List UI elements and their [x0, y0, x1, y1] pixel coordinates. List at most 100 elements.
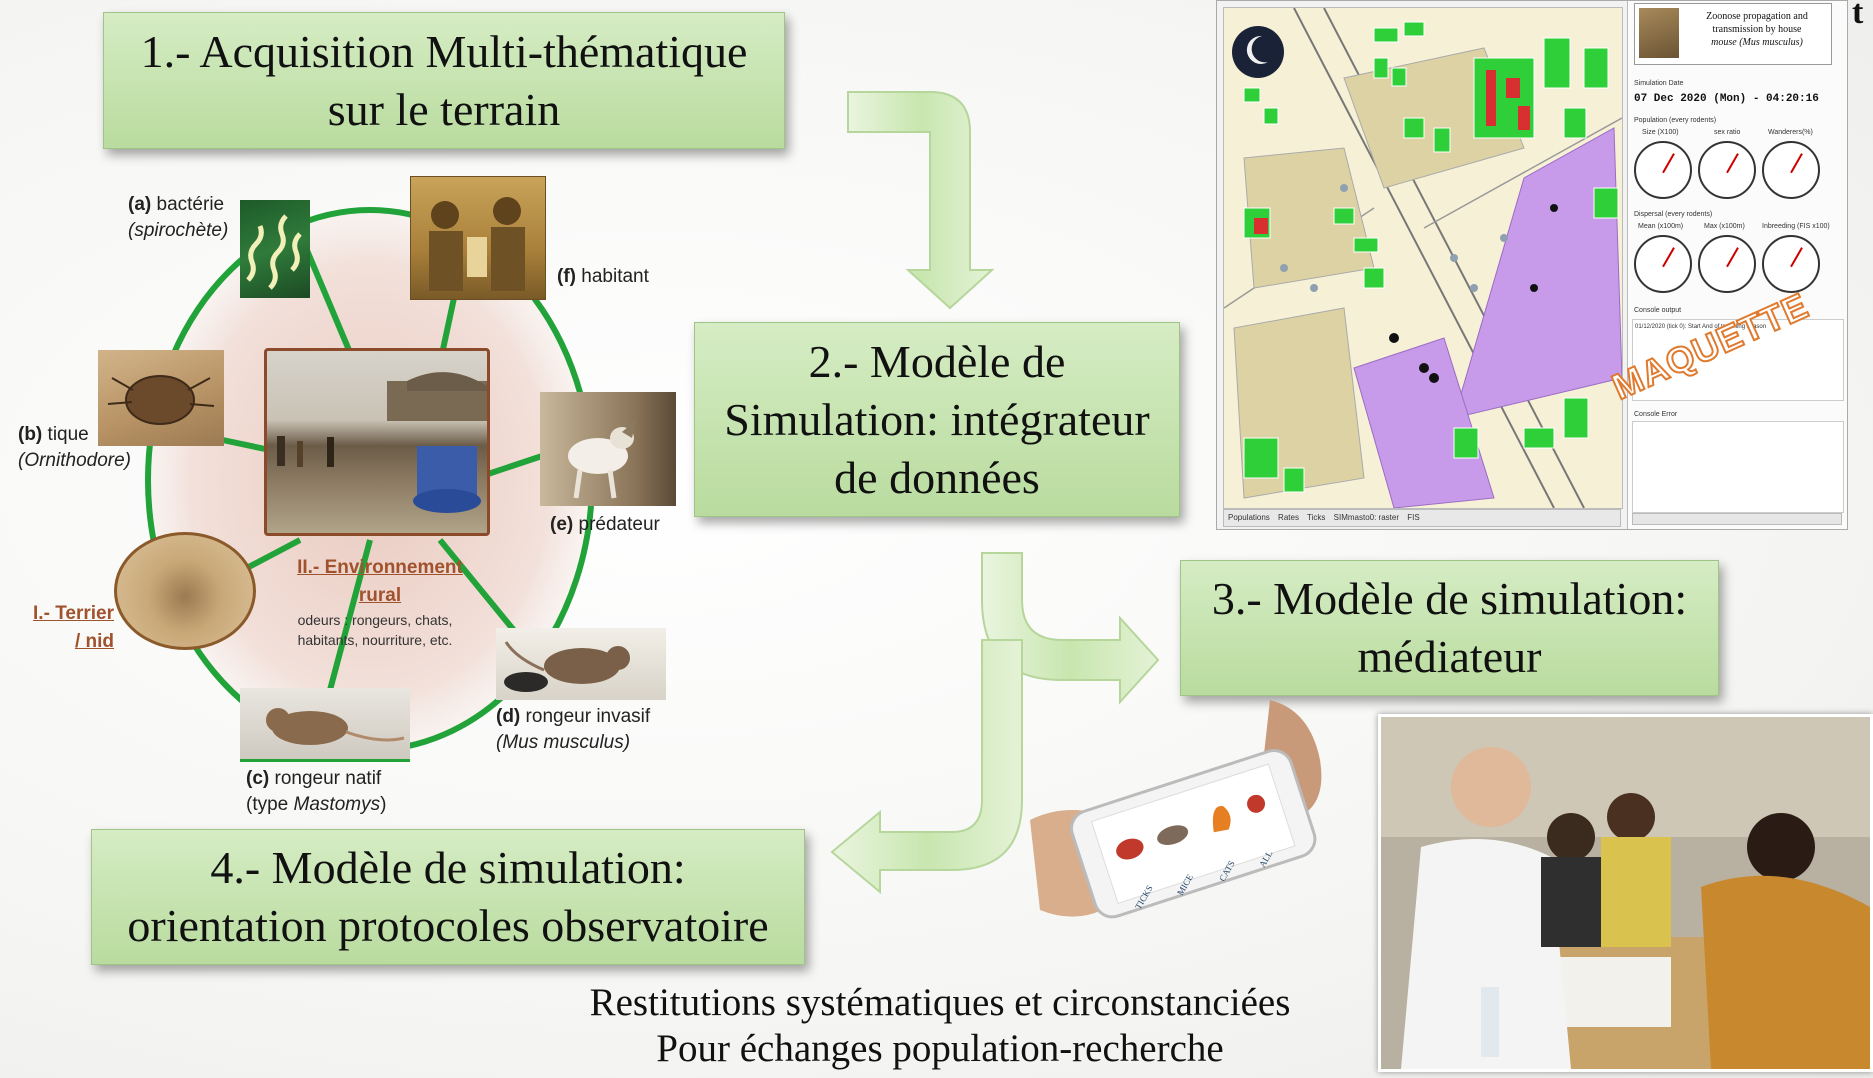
- native-rodent-photo: [240, 688, 410, 762]
- step-3-line1: 3.- Modèle de simulation:: [1211, 573, 1688, 624]
- label-native-rodent-tag: (c): [246, 768, 270, 789]
- population-label: Population (every rodents): [1634, 117, 1717, 124]
- step-4-box: 4.- Modèle de simulation: orientation pr…: [91, 829, 805, 965]
- step-2-line3: de données: [834, 451, 1040, 503]
- label-native-rodent-sci-pre: (type: [246, 794, 294, 815]
- label-inhabitant-tag: (f): [557, 266, 576, 287]
- label-bacteria-tag: (a): [128, 194, 152, 215]
- burrow-photo: [114, 532, 256, 650]
- tab-ticks[interactable]: Ticks: [1307, 513, 1326, 522]
- predator-cat-photo: [540, 392, 676, 506]
- label-predator-name: prédateur: [578, 514, 660, 535]
- disp-gauge-3-label: Inbreeding (FIS x100): [1762, 223, 1830, 230]
- label-tick: (b) tique (Ornithodore): [18, 422, 131, 474]
- pop-sex-ratio-gauge: [1698, 141, 1756, 199]
- console-output-line: 01/12/2020 (tick 0): Start And of travel…: [1635, 324, 1767, 330]
- label-invasive-rodent-name: rongeur invasif: [525, 706, 651, 727]
- step-1-line1: 1.- Acquisition Multi-thématique: [140, 25, 748, 77]
- simulation-app-screenshot: Populations Rates Ticks SIMmasto0: raste…: [1216, 0, 1848, 530]
- label-native-rodent-sci-post: ): [380, 794, 387, 815]
- sim-date-label: Simulation Date: [1634, 80, 1684, 87]
- app-title: Zoonose propagation and transmission by …: [1685, 10, 1829, 49]
- environment-title-line2: rural: [358, 585, 402, 606]
- pop-gauge-3-label: Wanderers(%): [1768, 129, 1813, 136]
- console-output-box: 01/12/2020 (tick 0): Start And of travel…: [1632, 319, 1844, 401]
- step-4-line2: orientation protocoles observatoire: [127, 900, 769, 951]
- step-2-line2: Simulation: intégrateur: [724, 393, 1150, 445]
- label-native-rodent-sci: Mastomys: [293, 794, 381, 815]
- simulation-map: [1223, 7, 1623, 509]
- app-title-box: Zoonose propagation and transmission by …: [1634, 3, 1832, 65]
- burrow-label-line1: I.- Terrier: [33, 603, 114, 624]
- mobile-app-photo: TICKS MICE CATS ALL: [1010, 700, 1350, 940]
- app-title-line1: Zoonose propagation and: [1706, 11, 1808, 22]
- label-bacteria-sci: (spirochète): [128, 220, 229, 241]
- invasive-rodent-photo: [496, 628, 666, 700]
- simulation-side-panel: Zoonose propagation and transmission by …: [1627, 1, 1847, 529]
- pop-gauge-2-label: sex ratio: [1714, 129, 1741, 136]
- label-native-rodent: (c) rongeur natif (type Mastomys): [246, 766, 386, 818]
- environment-title-line1: II.- Environnement: [297, 557, 463, 578]
- label-bacteria-name: bactérie: [156, 194, 225, 215]
- label-inhabitant-name: habitant: [581, 266, 649, 287]
- environment-subtitle-line1: odeurs : rongeurs, chats,: [297, 612, 453, 628]
- step-1-line2: sur le terrain: [327, 83, 561, 135]
- tab-populations[interactable]: Populations: [1228, 513, 1270, 522]
- pop-wanderers-gauge: [1762, 141, 1820, 199]
- disp-max-gauge: [1698, 235, 1756, 293]
- label-predator-tag: (e): [550, 514, 574, 535]
- environment-subtitle-line2: habitants, nourriture, etc.: [297, 632, 453, 648]
- disp-gauge-1-label: Mean (x100m): [1638, 223, 1684, 230]
- app-logo-icon: [1639, 8, 1679, 58]
- tab-fis[interactable]: FIS: [1407, 513, 1420, 522]
- simulation-tabs: Populations Rates Ticks SIMmasto0: raste…: [1223, 509, 1621, 527]
- label-bacteria: (a) bactérie (spirochète): [128, 192, 228, 244]
- tab-rates[interactable]: Rates: [1278, 513, 1299, 522]
- label-invasive-rodent-sci: (Mus musculus): [496, 732, 631, 753]
- environment-title: II.- Environnement rural: [280, 554, 480, 610]
- horizontal-scrollbar[interactable]: [1632, 513, 1842, 525]
- step-3-line2: médiateur: [1357, 631, 1542, 682]
- bacteria-photo: [240, 200, 310, 298]
- pop-gauge-1-label: Size (X100): [1642, 129, 1679, 136]
- label-predator: (e) prédateur: [550, 512, 660, 538]
- burrow-label: I.- Terrier / nid: [24, 600, 114, 656]
- step-1-box: 1.- Acquisition Multi-thématique sur le …: [103, 12, 785, 149]
- ecosystem-diagram: II.- Environnement rural odeurs : rongeu…: [0, 150, 700, 830]
- step-3-box: 3.- Modèle de simulation: médiateur: [1180, 560, 1719, 696]
- arrow-step1-to-step2: [847, 91, 995, 310]
- arrow-step3-to-step4: [830, 639, 1023, 895]
- footer-line2: Pour échanges population-recherche: [656, 1027, 1224, 1070]
- environment-subtitle: odeurs : rongeurs, chats, habitants, nou…: [270, 610, 480, 650]
- burrow-label-line2: / nid: [74, 631, 114, 652]
- tick-photo: [98, 350, 224, 446]
- clipped-corner-glyph: t: [1852, 0, 1864, 31]
- console-error-box: [1632, 421, 1844, 513]
- footer-line1: Restitutions systématiques et circonstan…: [589, 981, 1291, 1024]
- label-invasive-rodent: (d) rongeur invasif (Mus musculus): [496, 704, 650, 756]
- step-4-line1: 4.- Modèle de simulation:: [210, 842, 686, 893]
- sim-date-value: 07 Dec 2020 (Mon) - 04:20:16: [1634, 93, 1819, 105]
- console-error-label: Console Error: [1634, 411, 1678, 418]
- arrow-step2-to-step3: [981, 552, 1160, 705]
- label-native-rodent-name: rongeur natif: [274, 768, 382, 789]
- label-tick-tag: (b): [18, 424, 43, 445]
- disp-gauge-2-label: Max (x100m): [1704, 223, 1745, 230]
- label-inhabitant: (f) habitant: [557, 264, 649, 290]
- label-tick-sci: (Ornithodore): [18, 450, 131, 471]
- tab-raster[interactable]: SIMmasto0: raster: [1333, 513, 1399, 522]
- inhabitant-photo: [410, 176, 546, 300]
- disp-inbreeding-gauge: [1762, 235, 1820, 293]
- step-2-line1: 2.- Modèle de: [808, 335, 1066, 387]
- disp-mean-gauge: [1634, 235, 1692, 293]
- step-2-box: 2.- Modèle de Simulation: intégrateur de…: [694, 322, 1180, 517]
- console-output-label: Console output: [1634, 307, 1682, 314]
- footer-caption: Restitutions systématiques et circonstan…: [470, 980, 1410, 1072]
- pop-size-gauge: [1634, 141, 1692, 199]
- app-title-line3: mouse (Mus musculus): [1711, 37, 1803, 48]
- dispersal-label: Dispersal (every rodents): [1634, 211, 1713, 218]
- label-invasive-rodent-tag: (d): [496, 706, 521, 727]
- label-tick-name: tique: [47, 424, 89, 445]
- meeting-photo: [1378, 714, 1873, 1072]
- rural-environment-photo: [264, 348, 490, 536]
